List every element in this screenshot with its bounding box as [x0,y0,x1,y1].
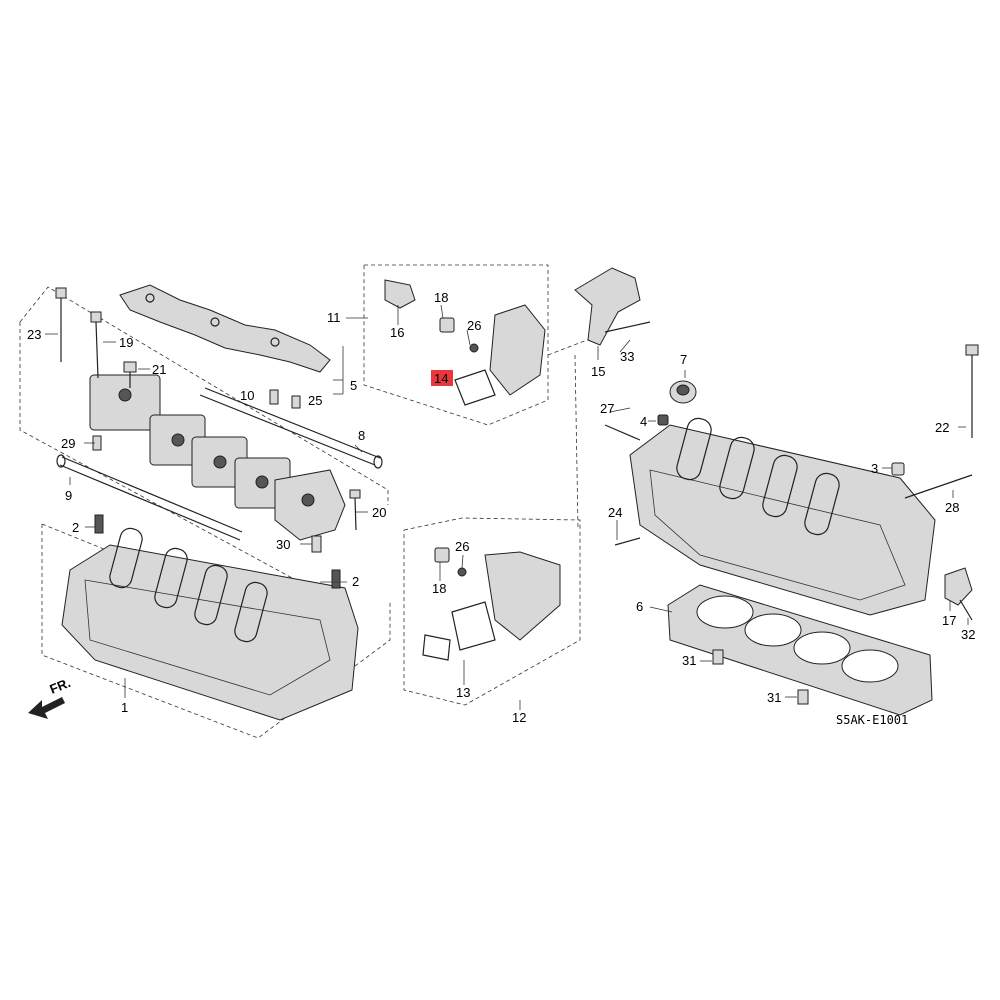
label-17: 17 [942,613,956,628]
label-8: 8 [358,428,365,443]
rocker-shaft-8 [199,387,383,469]
diagram-code: S5AK-E1001 [836,713,908,727]
label-5: 5 [350,378,357,393]
label-4: 4 [640,414,647,429]
label-3: 3 [871,461,878,476]
label-26a: 26 [467,318,481,333]
label-9: 9 [65,488,72,503]
spool-valve-group-12 [422,547,561,661]
bracket-15 [574,267,651,346]
label-28: 28 [945,500,959,515]
label-23: 23 [27,327,41,342]
label-18a: 18 [434,290,448,305]
label-16: 16 [390,325,404,340]
label-11: 11 [327,310,341,325]
label-15: 15 [591,364,605,379]
bolt-22 [965,344,979,438]
leader-lines [45,304,969,710]
label-20: 20 [372,505,386,520]
label-6: 6 [636,599,643,614]
label-1: 1 [121,700,128,715]
label-25: 25 [308,393,322,408]
label-18b: 18 [432,581,446,596]
label-19: 19 [119,335,133,350]
label-12: 12 [512,710,526,725]
spool-valve-group-11 [384,279,546,406]
cam-holder-assembly [119,284,331,373]
nut-4 [657,414,669,426]
cap-3 [891,462,905,476]
cylinder-head-right [629,417,936,616]
bolt-19 [90,311,102,379]
label-29: 29 [61,436,75,451]
cap-7 [669,380,697,404]
bolt-21 [123,361,137,388]
bolt-23 [55,287,67,362]
stud-27 [604,424,641,441]
label-24: 24 [608,505,622,520]
label-14: 14 [434,371,448,386]
head-gasket-6 [667,584,933,716]
cylinder-head-left [61,514,359,721]
label-22: 22 [935,420,949,435]
group-frame-11 [363,264,549,426]
dowel-31 [712,649,809,705]
label-32: 32 [961,627,975,642]
rocker-arm-assembly [89,374,346,541]
label-7: 7 [680,352,687,367]
label-13: 13 [456,685,470,700]
direction-label: FR. [48,675,73,697]
group-frame-right [547,334,601,529]
label-26b: 26 [455,539,469,554]
label-21: 21 [152,362,166,377]
rocker-shaft-9 [56,454,243,541]
dowel-30 [311,535,322,553]
label-10: 10 [240,388,254,403]
highlight-part-14 [431,370,453,386]
label-27: 27 [600,401,614,416]
dowel-10-25 [269,389,301,409]
label-31a: 31 [682,653,696,668]
label-2b: 2 [352,574,359,589]
label-30: 30 [276,537,290,552]
bracket-17-32 [944,567,973,621]
stud-28 [904,474,973,499]
group-frame-12 [403,517,581,706]
front-arrow-icon [28,697,65,719]
label-33: 33 [620,349,634,364]
bolt-20 [349,489,361,531]
stud-24 [614,537,641,546]
part-labels: 23 19 21 29 2 2 5 10 25 8 9 20 30 1 11 1… [27,290,975,725]
label-2a: 2 [72,520,79,535]
label-31b: 31 [767,690,781,705]
